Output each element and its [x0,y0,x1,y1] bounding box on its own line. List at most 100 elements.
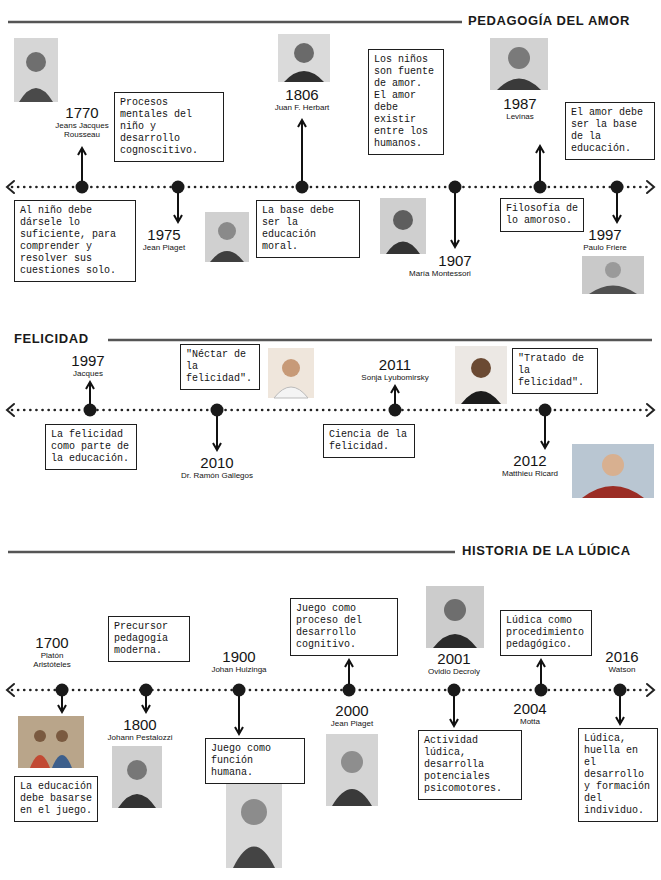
person-name: Jean Piaget [143,243,185,252]
portrait-photo [56,730,68,742]
pointer-arrow [539,147,541,181]
portrait-photo [386,242,420,255]
timeline-dot [534,181,547,194]
event-text: "Néctar de la felicidad". [186,349,254,385]
year-label: 1997 [71,352,104,369]
portrait-photo [268,348,314,398]
event-text: Filosofía de lo amoroso. [506,203,578,227]
portrait-photo [605,262,621,278]
portrait-photo [205,212,249,262]
event-box: Juego como proceso del desarrollo cognit… [290,598,398,656]
event-text: Procesos mentales del niño y desarrollo … [120,97,218,157]
year-label: 2004 [513,700,546,717]
person-name: Juan F. Herbart [275,103,330,112]
event-text: La felicidad como parte de la educación. [51,429,131,465]
portrait-photo [393,210,413,230]
person-name: Jeans Jacques Rousseau [51,121,113,139]
portrait-photo [572,444,654,498]
event-text: Ciencia de la felicidad. [329,429,409,453]
timeline-axis [12,689,649,692]
timeline-axis [7,684,14,696]
timeline-axis [647,404,654,416]
event-box: Lúdica como procedimiento pedagógico. [500,610,592,656]
event-text: Precursor pedagogía moderna. [114,621,184,657]
pointer-arrow [544,416,546,447]
timeline-dot [84,404,97,417]
portrait-photo [444,599,466,621]
timeline-dot [233,684,246,697]
portrait-photo [278,34,330,82]
person-name: Watson [609,665,636,674]
portrait-photo [282,359,300,377]
timeline-dot [172,181,185,194]
event-text: Al niño debe dársele lo suficiente, para… [20,205,130,277]
pointer-arrow [454,193,456,246]
portrait-photo [341,751,363,773]
timeline-dot [343,684,356,697]
timeline-dot [448,684,461,697]
year-label: 1997 [588,226,621,243]
timeline-axis [12,186,649,189]
portrait-photo [26,52,46,72]
event-box: "Néctar de la felicidad". [180,344,260,390]
person-name: Dr. Ramón Gallegos [181,471,253,480]
portrait-photo [18,716,84,768]
timeline-dot [296,181,309,194]
portrait-photo [582,256,644,294]
timeline-dot [449,181,462,194]
pointer-arrow [177,193,179,221]
timeline-axis [7,181,14,193]
event-box: Filosofía de lo amoroso. [500,198,584,232]
portrait-photo [112,746,162,808]
pointer-arrow [145,696,147,711]
timeline-dot [211,404,224,417]
portrait-photo [582,486,644,498]
event-box: Procesos mentales del niño y desarrollo … [114,92,224,162]
section-rule [8,22,652,552]
pointer-arrow [62,121,620,733]
year-label: 1987 [503,95,536,112]
year-label: 2001 [437,650,470,667]
timeline-dot [614,684,627,697]
person-name: Platón Aristóteles [26,651,78,669]
year-label: 1975 [147,226,180,243]
timeline-axis [7,181,654,696]
portrait-photo [274,387,308,398]
portrait-photo [14,34,654,868]
portrait-photo [34,730,46,742]
event-text: Los niños son fuente de amor. El amor de… [374,54,438,150]
portrait-photo [426,586,484,648]
event-text: El amor debe ser la base de la educación… [571,107,649,155]
person-name: Jacques [73,369,103,378]
timeline-dot [76,181,89,194]
portrait-photo [218,222,236,240]
year-label: 1770 [65,104,98,121]
timeline-dot [539,404,552,417]
event-text: "Tratado de la felicidad". [518,353,592,389]
event-box: "Tratado de la felicidad". [512,348,598,394]
portrait-photo [490,38,548,90]
section-rule [8,21,462,24]
portrait-photo [602,454,624,476]
portrait-photo [226,778,282,868]
event-box: La felicidad como parte de la educación. [45,424,137,470]
portrait-photo [19,88,53,102]
event-box: Juego como función humana. [205,738,305,784]
timeline-axis [7,404,14,416]
timeline-axis [647,684,654,696]
portrait-photo [210,251,244,262]
pointer-arrow [81,149,83,181]
year-label: 1800 [123,716,156,733]
person-name: Matthieu Ricard [502,469,558,478]
portrait-photo [508,47,530,69]
pointer-arrow [216,416,218,449]
event-box: Lúdica, huella en el desarrollo y formac… [578,728,658,822]
portrait-photo [118,794,156,808]
pointer-arrow [616,193,618,221]
pointer-arrow [394,387,396,404]
person-name: Johan Huizinga [211,665,266,674]
timeline-dot [56,181,627,697]
section-heading: PEDAGOGÍA DEL AMOR [468,14,630,29]
timeline-dot [611,181,624,194]
portrait-photo [332,789,372,806]
